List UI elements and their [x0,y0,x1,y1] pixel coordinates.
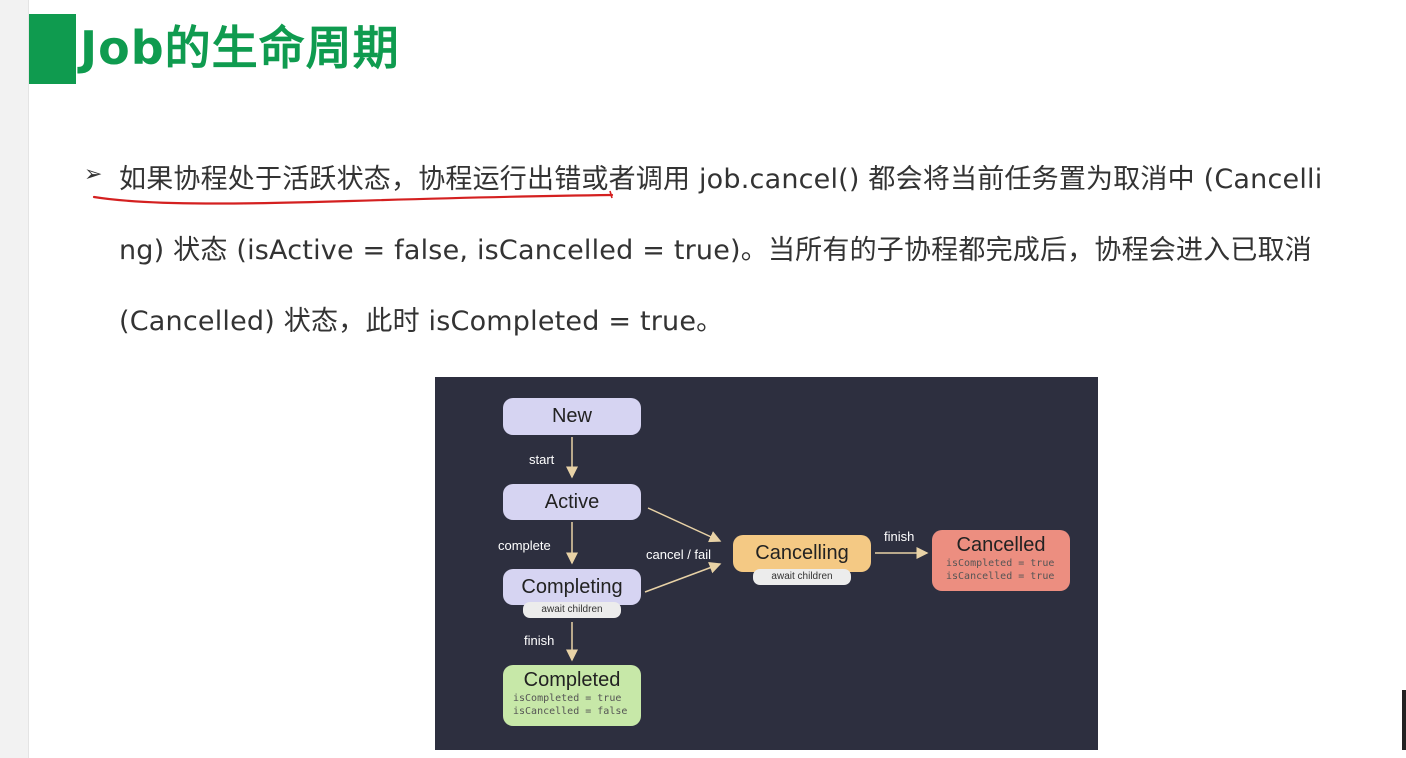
state-completing: Completing [503,569,641,605]
cancelling-await-children-note: await children [753,569,851,585]
paragraph-line-2: ng) 状态 (isActive = false, isCancelled = … [119,235,1312,266]
cancelled-iscancelled-code: isCancelled = true [946,571,1055,582]
slide-title: Job的生命周期 [80,21,400,75]
arrow-completing-to-cancelling [644,562,722,593]
arrow-active-to-cancelling [647,507,722,543]
state-active: Active [503,484,641,520]
state-new-label: New [551,405,592,427]
completing-await-children-note: await children [523,602,621,618]
state-active-label: Active [544,491,600,513]
edge-label-complete: complete [498,538,551,553]
edge-label-start: start [529,452,555,467]
arrow-bullet-icon: ➢ [84,162,103,187]
state-cancelled-label: Cancelled [956,534,1046,556]
state-completing-label: Completing [521,576,623,598]
cancelled-iscompleted-code: isCompleted = true [946,558,1055,569]
scrollbar-edge [1402,690,1406,750]
state-completed-label: Completed [523,669,621,691]
handwritten-underline [92,190,614,205]
state-cancelling-label: Cancelling [755,542,849,564]
completed-iscompleted-code: isCompleted = true [513,693,622,704]
state-completed: Completed isCompleted = true isCancelled… [503,665,641,726]
edge-label-cancel-fail: cancel / fail [646,547,712,562]
state-cancelling: Cancelling [733,535,871,572]
diagram-arrows [566,437,929,662]
state-new: New [503,398,641,435]
job-lifecycle-diagram: New start Active complete Completing awa… [435,377,1098,750]
title-accent-block [29,14,76,84]
edge-label-finish-completing: finish [524,633,555,648]
edge-label-finish-cancelling: finish [884,529,915,544]
state-cancelled: Cancelled isCompleted = true isCancelled… [932,530,1070,591]
paragraph-line-3: (Cancelled) 状态，此时 isCompleted = true。 [119,306,724,337]
completed-iscancelled-code: isCancelled = false [513,706,628,717]
left-margin-strip [0,0,29,758]
paragraph-line-1: 如果协程处于活跃状态，协程运行出错或者调用 job.cancel() 都会将当前… [119,164,1323,195]
